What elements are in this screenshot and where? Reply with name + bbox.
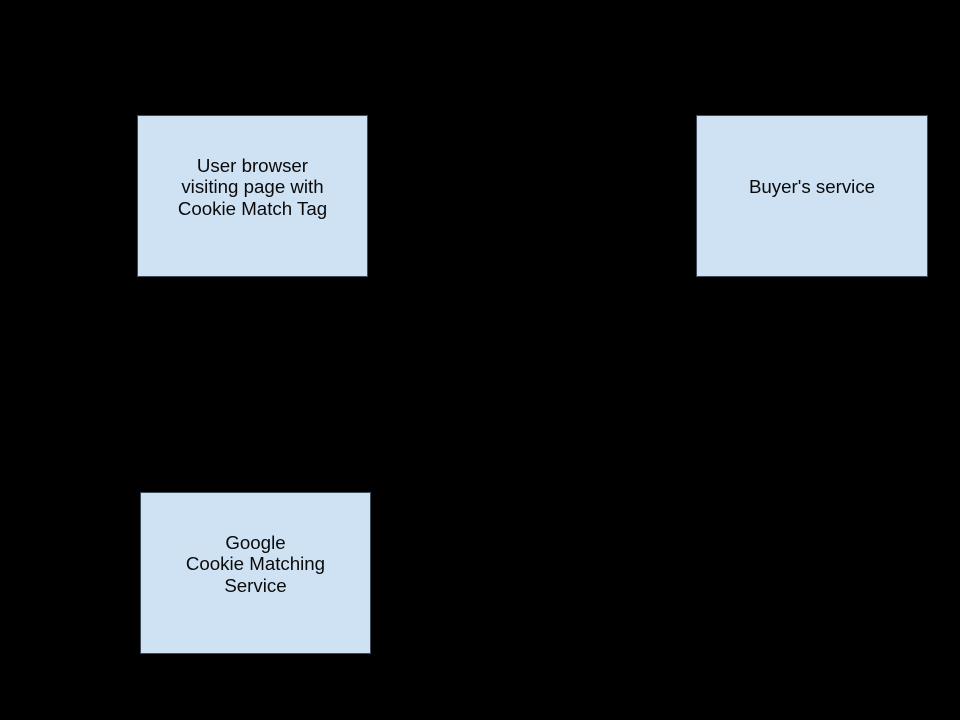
node-buyers-service: Buyer's service [696,115,928,277]
node-label-line: Google [225,531,286,553]
node-label-line: Buyer's service [748,176,876,198]
node-label-line: visiting page with [181,176,324,198]
node-google-cookie-matching-service-label: Google Cookie Matching Service [186,532,325,597]
node-buyers-service-label: Buyer's service [749,176,875,198]
node-label-line: Service [224,574,287,596]
node-google-cookie-matching-service: Google Cookie Matching Service [140,492,371,654]
node-label-line: User browser [196,154,309,176]
node-label-line: Cookie Matching [185,553,326,575]
node-user-browser-label: User browser visiting page with Cookie M… [178,155,327,220]
node-user-browser: User browser visiting page with Cookie M… [137,115,368,277]
node-label-line: Cookie Match Tag [177,197,328,219]
